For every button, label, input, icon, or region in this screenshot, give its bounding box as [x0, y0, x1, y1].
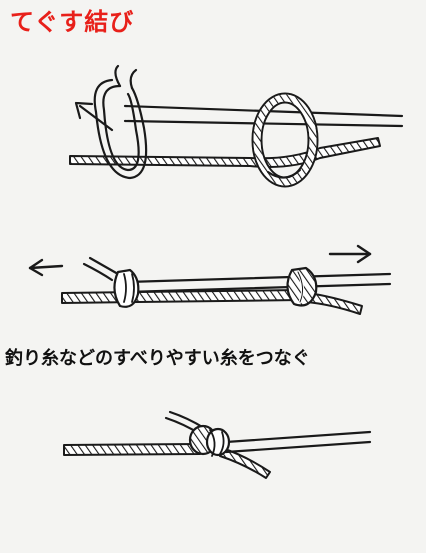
joined-knot — [188, 424, 231, 457]
right-coil — [251, 92, 319, 188]
page-title: てぐす結び — [10, 8, 135, 36]
knot-diagram-step-3 — [63, 410, 372, 479]
left-arrow-icon — [28, 258, 64, 277]
plain-line — [224, 430, 372, 454]
knot-diagram-step-2 — [28, 244, 392, 315]
left-knot — [113, 268, 140, 308]
left-coil — [93, 64, 148, 180]
plain-line — [124, 272, 392, 294]
knot-diagram-step-1 — [69, 64, 404, 188]
pull-arrow-icon — [74, 101, 114, 132]
right-arrow-icon — [328, 244, 372, 264]
twisted-line — [61, 289, 301, 304]
caption-text: 釣り糸などのすべりやすい糸をつなぐ — [5, 348, 310, 369]
right-knot — [286, 266, 318, 307]
twisted-line — [63, 443, 201, 456]
